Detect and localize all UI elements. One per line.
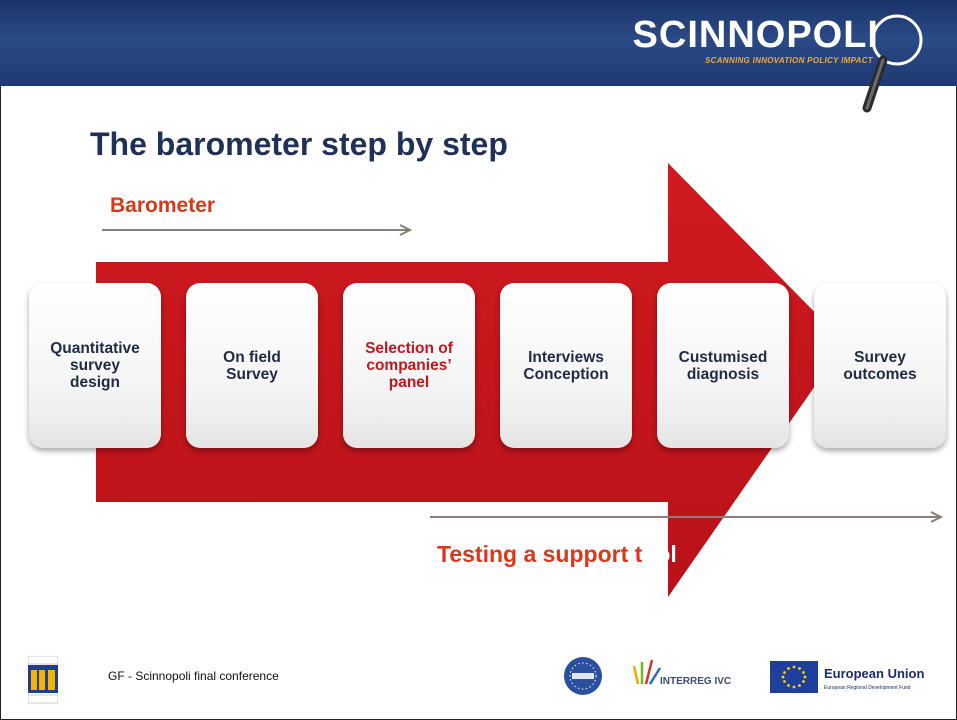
header-band	[0, 0, 957, 86]
step-label: Quantitative survey design	[50, 340, 140, 391]
magnifier-icon	[862, 14, 923, 113]
brand-logo-text: SCINNOPOLI	[632, 14, 879, 56]
barometer-label: Barometer	[110, 194, 216, 217]
slide-title: The barometer step by step	[90, 126, 508, 162]
step-label: Selection of companies’ panel	[365, 340, 453, 391]
step-box-1: Quantitative survey design	[29, 283, 161, 448]
step-box-2: On field Survey	[186, 283, 318, 448]
step-box-4: Interviews Conception	[500, 283, 632, 448]
step-box-3: Selection of companies’ panel	[343, 283, 475, 448]
conference-footer-text: GF - Scinnopoli final conference	[108, 669, 279, 683]
mediterranee-technologies-logo	[28, 656, 58, 704]
step-label: Custumised diagnosis	[678, 348, 768, 383]
interreg-logo-mark	[632, 659, 662, 685]
brand-tagline: SCANNING INNOVATION POLICY IMPACT	[705, 56, 873, 65]
eu-subtitle: European Regional Development Fund	[824, 685, 911, 691]
step-box-5: Custumised diagnosis	[657, 283, 789, 448]
testing-label-main: Testing a support t	[437, 541, 643, 567]
fast-track-network-logo	[564, 657, 602, 695]
step-box-6: Survey outcomes	[814, 283, 946, 448]
testing-support-tool-label: Testing a support tool	[437, 541, 677, 568]
step-label: On field Survey	[223, 348, 281, 383]
step-label: Survey outcomes	[843, 348, 917, 383]
interreg-label: INTERREG IVC	[660, 676, 732, 687]
step-label: Interviews Conception	[523, 348, 609, 383]
testing-label-tail: ool	[642, 541, 677, 567]
eu-title: European Union	[824, 666, 925, 681]
eu-flag-icon	[770, 661, 818, 693]
